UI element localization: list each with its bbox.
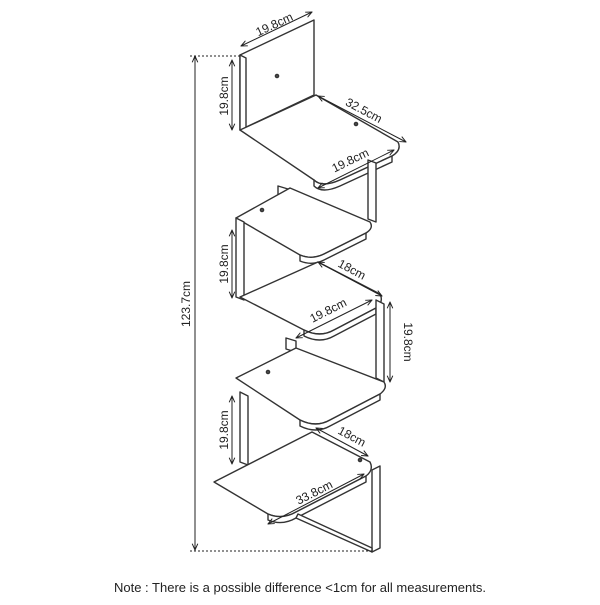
side-panel-low [239, 391, 249, 466]
dim-total-height: 123.7cm [179, 281, 193, 327]
back-width-line [241, 12, 312, 46]
dim-low-height: 19.8cm [217, 410, 231, 449]
mount-hole-icon [259, 207, 265, 213]
back-panel-top-edge [239, 54, 247, 134]
back-panel-bottom [371, 465, 381, 553]
shelf-unit [213, 19, 400, 553]
mount-hole-icon [353, 121, 359, 127]
shelf-2-edge [299, 232, 367, 264]
side-panel-mid [235, 217, 245, 301]
base-brace [295, 513, 373, 553]
mid-inner-line [296, 300, 372, 338]
shelf-4-edge [299, 393, 381, 431]
mount-hole-icon [357, 457, 363, 463]
top-depth-line [318, 96, 406, 142]
base-width-line [268, 474, 364, 524]
measurement-note: Note : There is a possible difference <1… [113, 580, 486, 595]
connector-1 [367, 159, 377, 223]
dim-top-height: 19.8cm [217, 76, 231, 115]
base-depth-line [316, 428, 368, 456]
dim-base-depth: 18cm [336, 423, 368, 449]
top-inner-line [318, 150, 394, 188]
dimension-lines [190, 12, 406, 552]
mount-hole-icon [274, 73, 280, 79]
shelf-4 [235, 347, 387, 425]
connector-right [375, 299, 385, 383]
mid-depth-line [318, 262, 382, 296]
mount-hole-icon [265, 369, 271, 375]
dim-mid-height: 19.8cm [217, 244, 231, 283]
dim-right-height: 19.8cm [401, 322, 415, 361]
